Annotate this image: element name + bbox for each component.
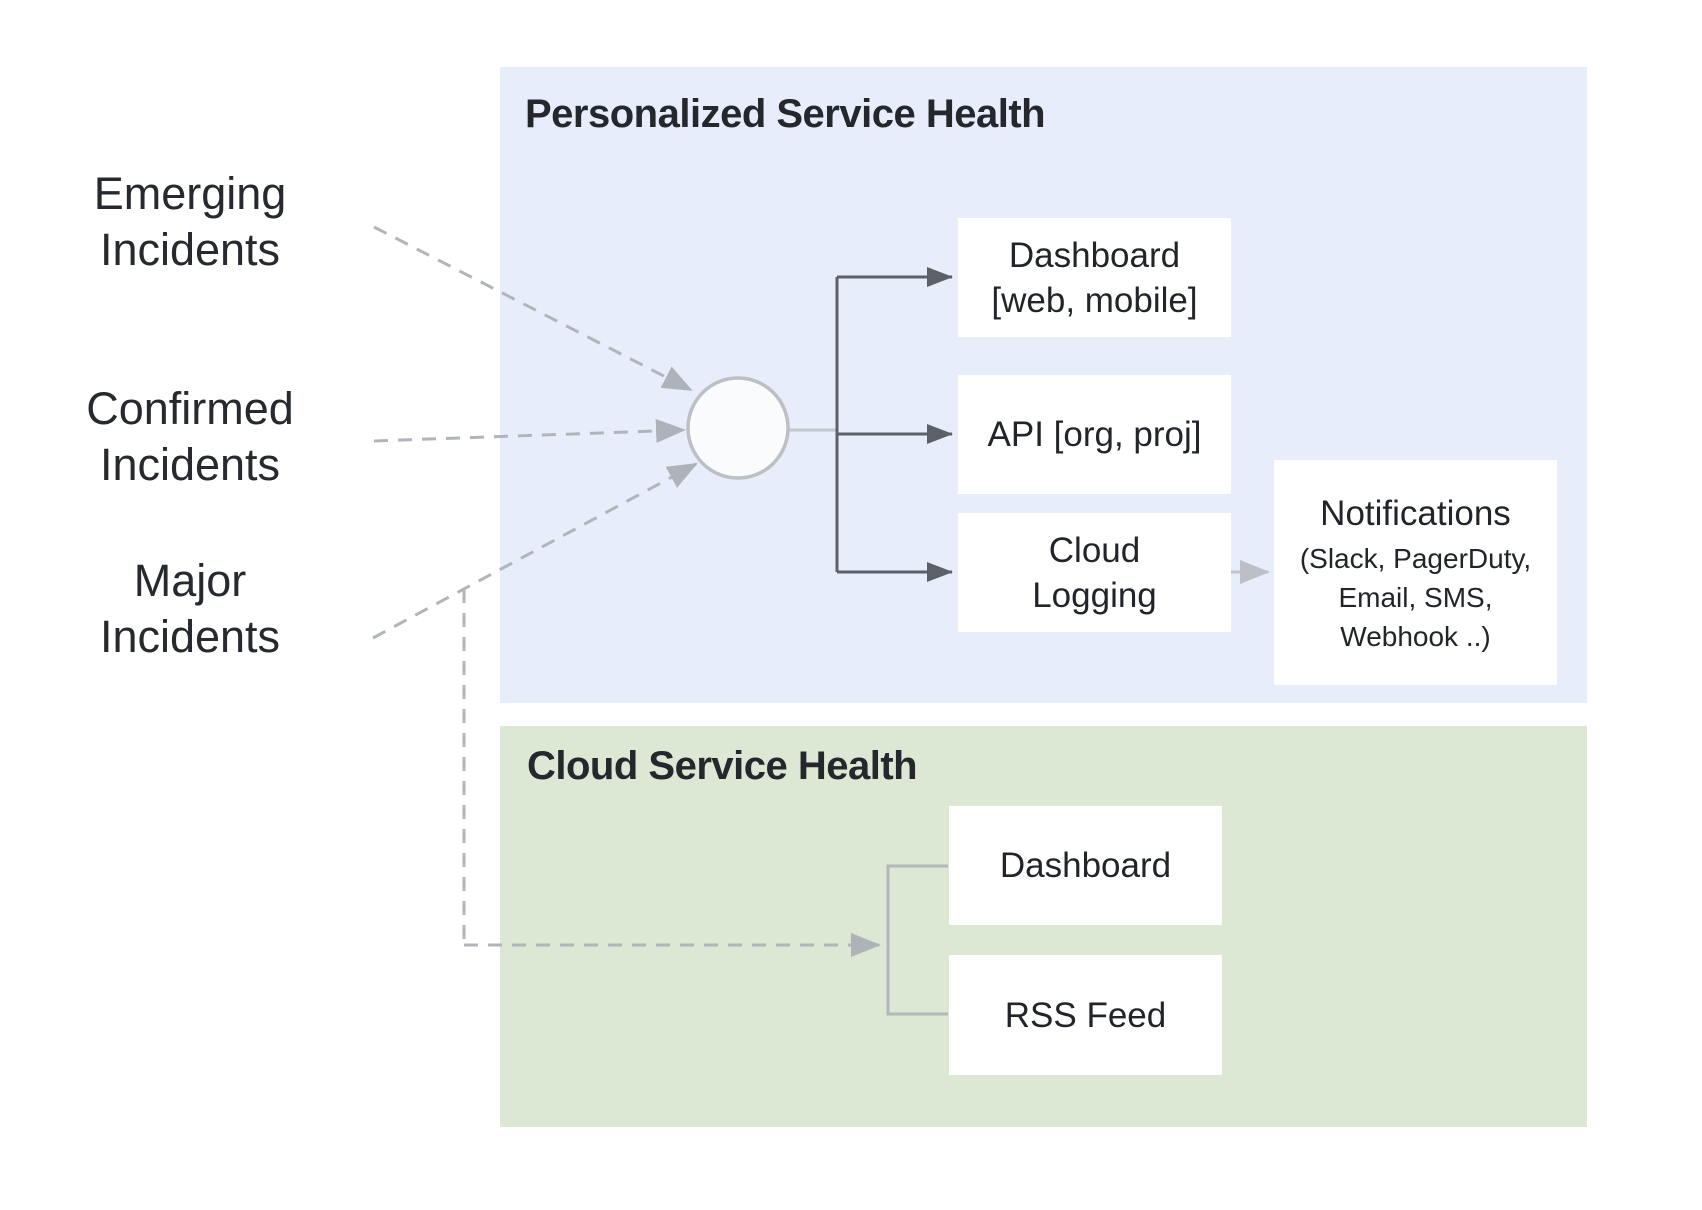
label-major-incidents: Major Incidents (30, 553, 350, 665)
node-dashboard-web-mobile: Dashboard [web, mobile] (958, 218, 1231, 337)
node-sublabel: (Slack, PagerDuty, (1299, 543, 1532, 574)
label-line: Confirmed (86, 383, 294, 434)
node-label: Logging (1032, 575, 1157, 615)
cloud-panel-title: Cloud Service Health (527, 744, 918, 788)
node-label: RSS Feed (1004, 995, 1167, 1035)
cloud-nodes-bracket (886, 864, 948, 1016)
node-label: Cloud (1048, 530, 1141, 570)
node-label: [web, mobile] (991, 280, 1198, 320)
arrow-confirmed-to-hub (373, 419, 686, 443)
label-line: Incidents (99, 439, 281, 490)
node-notifications: Notifications (Slack, PagerDuty, Email, … (1274, 460, 1557, 685)
label-confirmed-incidents: Confirmed Incidents (30, 381, 350, 493)
node-label: Notifications (1320, 494, 1511, 533)
node-rss-feed: RSS Feed (949, 955, 1222, 1075)
personalized-panel-title: Personalized Service Health (525, 92, 1046, 136)
node-sublabel: Webhook ..) (1340, 621, 1491, 652)
node-cloud-dashboard: Dashboard (949, 806, 1222, 925)
node-sublabel: Email, SMS, (1338, 582, 1493, 613)
node-label: Dashboard (999, 846, 1172, 885)
node-label: API [org, proj] (987, 415, 1202, 454)
label-line: Incidents (99, 611, 281, 662)
node-label: Dashboard (1008, 235, 1181, 275)
label-line: Emerging (93, 168, 287, 219)
node-cloud-logging: Cloud Logging (958, 513, 1231, 632)
label-line: Incidents (99, 224, 281, 275)
arrow-major-to-hub (372, 462, 698, 640)
label-emerging-incidents: Emerging Incidents (30, 166, 350, 278)
arrow-emerging-to-hub (373, 225, 693, 392)
label-line: Major (133, 555, 247, 606)
node-api-org-proj: API [org, proj] (958, 375, 1231, 494)
hub-node-circle (686, 376, 790, 480)
